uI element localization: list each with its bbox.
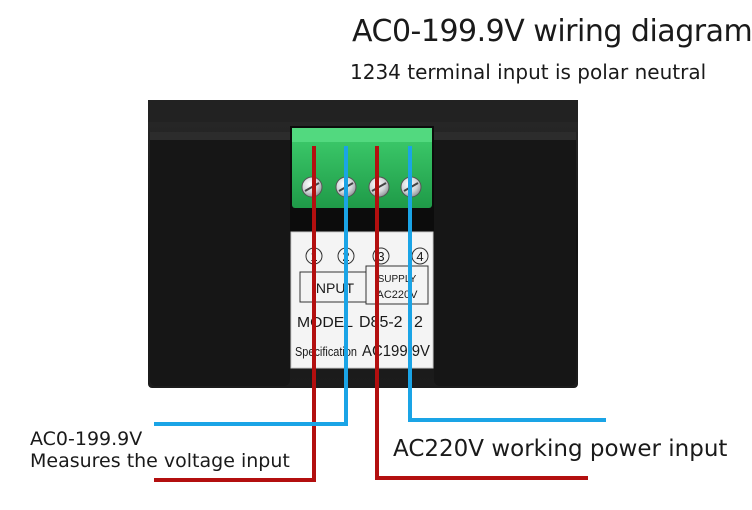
measures-voltage-text: Measures the voltage input <box>30 450 290 472</box>
terminal-number-3: 3 <box>377 249 384 264</box>
wire-terminal-3-red <box>375 146 588 480</box>
wire-terminal-2-blue <box>154 146 348 426</box>
diagram-subtitle: 1234 terminal input is polar neutral <box>350 60 707 84</box>
supply-voltage-label: AC220V <box>377 289 419 301</box>
wire-terminal-1-red <box>154 146 316 482</box>
voltage-range-text: AC0-199.9V <box>30 428 143 450</box>
diagram-title: AC0-199.9V wiring diagram <box>352 14 752 49</box>
supply-label: SUPPLY <box>378 274 417 285</box>
model-label: MODEL <box>297 314 353 331</box>
model-suffix: 2 <box>414 314 423 331</box>
voltage-input-label: AC0-199.9V Measures the voltage input <box>30 428 290 472</box>
spec-value: AC199.9V <box>362 343 430 360</box>
model-value: D85-2 <box>359 314 403 331</box>
wiring-diagram: 1 2 3 4 INPUT SUPPLY AC220V MODEL D85-2 … <box>148 100 606 482</box>
wires <box>154 146 606 482</box>
power-input-label: AC220V working power input <box>393 436 728 462</box>
terminal-block <box>292 128 432 208</box>
spec-label: Specification <box>295 344 357 359</box>
input-label: INPUT <box>312 280 354 296</box>
terminal-number-4: 4 <box>416 249 423 264</box>
wire-terminal-4-blue <box>408 146 606 422</box>
